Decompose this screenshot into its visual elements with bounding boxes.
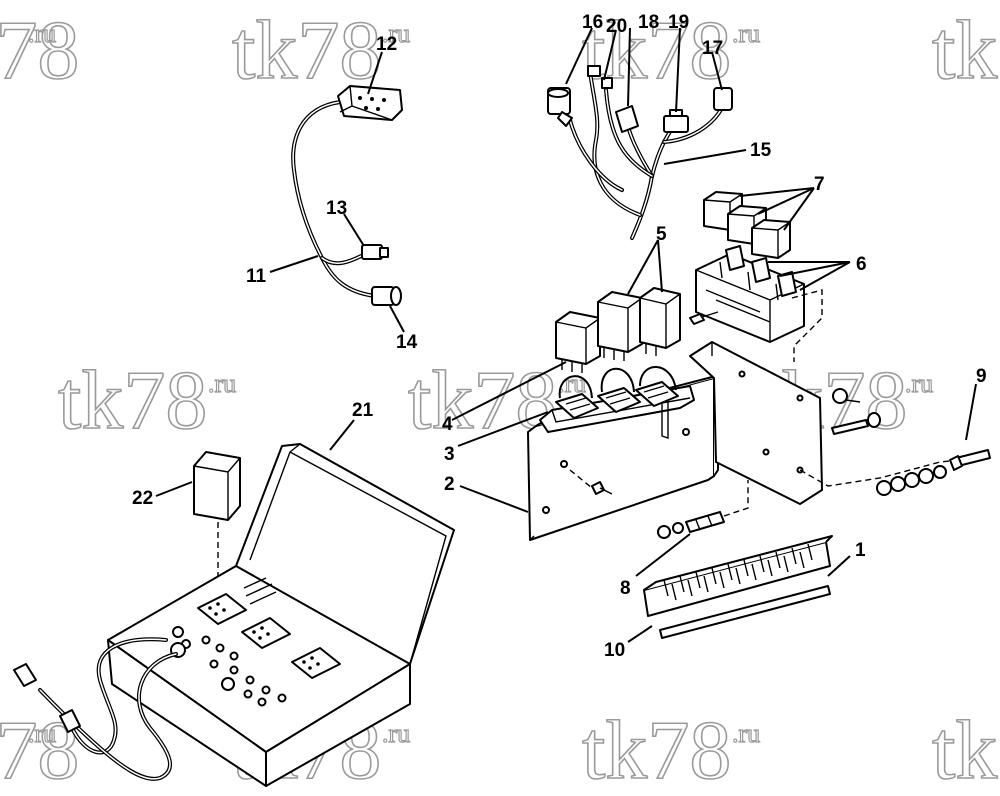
callout-12: 12 [376, 34, 397, 55]
callout-14: 14 [396, 332, 418, 353]
watermark-suffix: .ru [905, 369, 933, 398]
callout-10: 10 [604, 640, 625, 661]
callout-6: 6 [856, 254, 867, 275]
connector-13 [361, 244, 389, 260]
watermark-suffix: .ru [208, 369, 236, 398]
callout-16: 16 [582, 12, 603, 33]
callout-4: 4 [442, 414, 453, 435]
callout-11: 11 [246, 266, 267, 287]
wiring-harness-11 [291, 100, 377, 298]
callout-7: 7 [814, 174, 825, 195]
callout-17: 17 [702, 38, 723, 59]
watermark-suffix: .ru [382, 19, 410, 48]
callout-1: 1 [855, 540, 866, 561]
watermark-suffix: .ru [732, 19, 760, 48]
wiring-harness-15 [568, 70, 724, 240]
watermark: tk78 [931, 3, 1000, 98]
leader-lines [155, 27, 977, 643]
relay-7 [751, 219, 791, 259]
relay-5 [639, 287, 681, 356]
side-panel [689, 341, 823, 505]
callout-18: 18 [638, 12, 659, 33]
callout-13: 13 [326, 198, 347, 219]
callout-22: 22 [132, 488, 153, 509]
test-leads [13, 637, 178, 781]
connector-20 [587, 65, 613, 89]
watermark-suffix: .ru [28, 19, 56, 48]
screw [591, 481, 613, 495]
standoff-8 [657, 480, 749, 539]
screw [689, 311, 719, 325]
sockets-3 [555, 366, 679, 419]
watermark-text: tk78 [582, 704, 731, 796]
watermark-text: tk78 [232, 4, 381, 97]
callout-21: 21 [352, 400, 374, 421]
watermark-text: tk78 [58, 354, 207, 447]
hardware-9 [799, 388, 991, 496]
connector-19 [663, 109, 689, 133]
watermark-suffix: .ru [28, 719, 56, 748]
terminal-strip-10 [643, 535, 833, 617]
watermark-suffix: .ru [732, 719, 760, 748]
relay-5 [597, 291, 643, 361]
callout-20: 20 [606, 16, 627, 37]
marker-strip-1 [659, 585, 831, 639]
watermark: tk78 .ru [57, 353, 237, 448]
callout-2: 2 [444, 474, 455, 495]
watermark-text: tk78 [932, 4, 1000, 97]
callout-15: 15 [750, 140, 772, 161]
relay-5 [555, 311, 601, 373]
watermark-layer: tk78 .ru tk78 .ru tk78 .ru tk78 tk78 .ru… [0, 3, 1000, 796]
callout-3: 3 [444, 444, 455, 465]
connector-18 [615, 105, 639, 133]
relay-sockets-6 [695, 245, 805, 343]
connector-14 [371, 286, 402, 306]
watermark: tk78 .ru [581, 703, 761, 796]
watermark: tk78 .ru [0, 3, 80, 98]
watermark: tk78 [931, 703, 1000, 796]
callout-19: 19 [668, 12, 689, 33]
relay-22 [193, 451, 241, 521]
connector-12 [337, 85, 403, 121]
watermark: tk78 .ru [231, 3, 411, 98]
callouts: 1 2 3 4 5 6 7 8 9 10 11 12 13 14 15 16 1… [132, 12, 987, 661]
callout-8: 8 [620, 578, 631, 599]
callout-9: 9 [976, 366, 987, 387]
watermark-text: tk78 [0, 4, 79, 97]
watermark-text: tk78 [932, 704, 1000, 796]
toggle-switch-16 [547, 87, 573, 127]
connector-17 [713, 87, 733, 111]
test-case-21 [107, 443, 455, 787]
callout-5: 5 [656, 224, 667, 245]
watermark-suffix: .ru [382, 719, 410, 748]
